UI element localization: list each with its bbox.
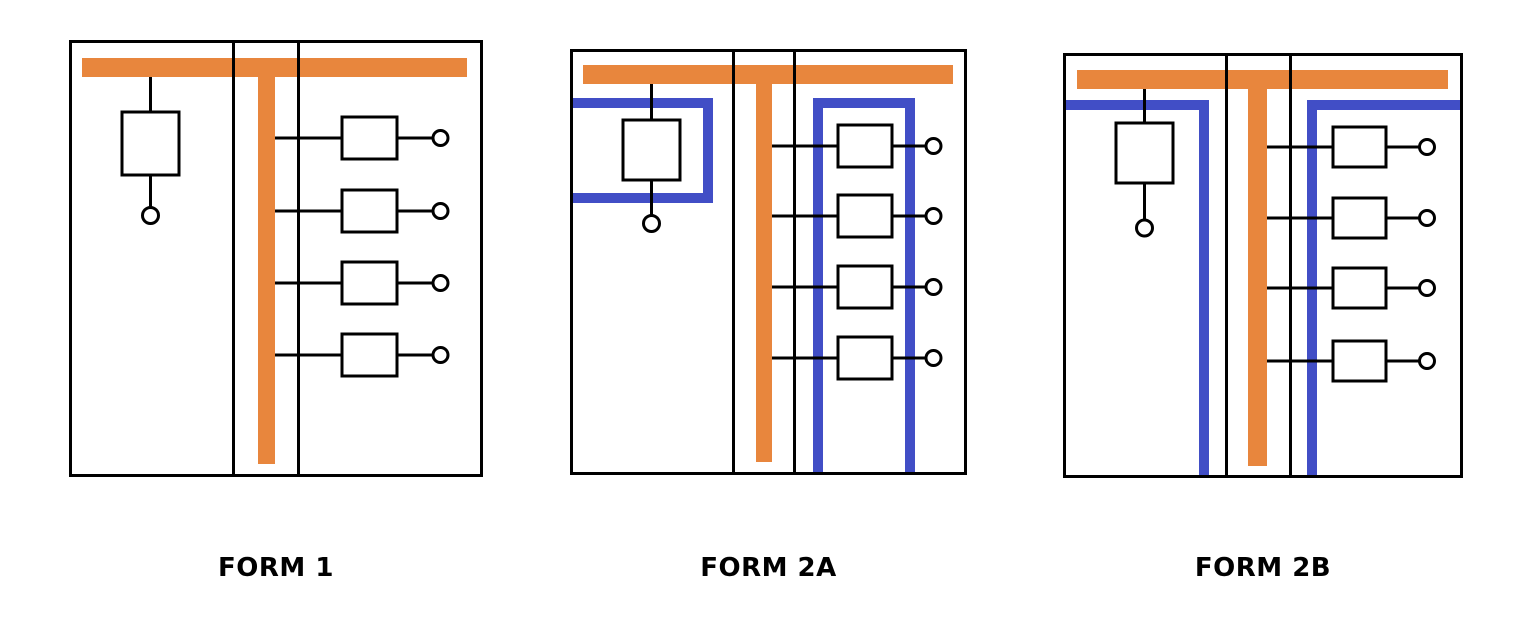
enclosure-outline bbox=[69, 40, 483, 477]
outgoing-unit bbox=[1265, 266, 1436, 310]
form-1-label: FORM 1 bbox=[218, 553, 334, 583]
incoming-unit bbox=[120, 77, 181, 225]
outgoing-unit bbox=[273, 115, 450, 161]
outgoing-unit bbox=[770, 123, 943, 169]
busbar-horizontal bbox=[583, 65, 953, 84]
form-2b-label: FORM 2B bbox=[1194, 553, 1332, 583]
busbar-riser bbox=[756, 83, 772, 462]
barrier-incomer-section bbox=[1065, 100, 1209, 476]
form-2a-label: FORM 2A bbox=[700, 553, 837, 583]
outgoing-unit bbox=[770, 264, 943, 310]
busbar-riser bbox=[1248, 88, 1267, 466]
barrier-incomer-bracket bbox=[572, 98, 713, 203]
outgoing-unit bbox=[273, 332, 450, 378]
barrier-outgoing-section bbox=[1307, 100, 1461, 476]
form-2a-diagram bbox=[570, 49, 967, 475]
outgoing-unit bbox=[1265, 125, 1436, 169]
form-1-svg bbox=[69, 40, 483, 477]
outgoing-unit bbox=[273, 188, 450, 234]
outgoing-unit bbox=[770, 193, 943, 239]
outgoing-unit bbox=[1265, 196, 1436, 240]
enclosure-outline bbox=[1063, 53, 1463, 478]
outgoing-unit bbox=[273, 260, 450, 306]
busbar-horizontal bbox=[82, 58, 467, 77]
outgoing-unit bbox=[770, 335, 943, 381]
outgoing-unit bbox=[1265, 339, 1436, 383]
form-2b-diagram bbox=[1063, 53, 1463, 478]
busbar-riser bbox=[258, 76, 275, 464]
busbar-horizontal bbox=[1077, 70, 1448, 89]
form-2a-svg bbox=[570, 49, 967, 475]
incoming-unit bbox=[1114, 89, 1175, 238]
form-1-diagram bbox=[69, 40, 483, 477]
enclosure-outline bbox=[570, 49, 967, 475]
form-2b-svg bbox=[1063, 53, 1463, 478]
incoming-unit bbox=[621, 84, 682, 233]
